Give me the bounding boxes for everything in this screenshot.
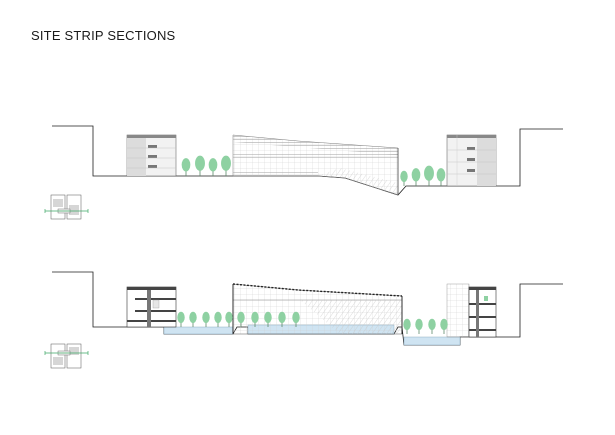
- tree: [177, 311, 185, 327]
- upper-trees: [181, 155, 446, 186]
- lower-left-building: [126, 286, 177, 328]
- tree: [221, 155, 231, 176]
- tree: [436, 168, 446, 186]
- tree: [237, 311, 245, 327]
- upper-central-building: [232, 134, 399, 196]
- tree: [292, 311, 300, 327]
- tree: [202, 311, 210, 327]
- lower-key-plan: [44, 343, 89, 369]
- tree: [189, 311, 197, 327]
- tree: [400, 170, 408, 186]
- tree: [195, 155, 205, 176]
- tree: [411, 168, 421, 186]
- upper-right-building: [446, 134, 497, 187]
- lower-section: [44, 271, 563, 369]
- lower-trees: [177, 311, 448, 334]
- tree: [225, 311, 233, 327]
- tree: [208, 158, 218, 176]
- tree: [278, 311, 286, 327]
- upper-section: [44, 125, 563, 220]
- lower-right-glass-tower: [446, 283, 470, 338]
- lower-pool-left: [163, 326, 234, 335]
- tree: [181, 158, 191, 176]
- tree: [415, 318, 423, 334]
- upper-key-plan: [44, 194, 89, 220]
- upper-left-building: [126, 134, 177, 177]
- tree: [428, 318, 436, 334]
- tree: [214, 311, 222, 327]
- lower-pool-right: [403, 336, 461, 346]
- lower-right-building: [468, 286, 497, 338]
- tree: [403, 318, 411, 334]
- sheet-title: SITE STRIP SECTIONS: [31, 28, 176, 43]
- tree: [264, 311, 272, 327]
- tree: [251, 311, 259, 327]
- lower-central-building: [232, 283, 403, 335]
- tree: [440, 318, 448, 334]
- tree: [424, 165, 434, 186]
